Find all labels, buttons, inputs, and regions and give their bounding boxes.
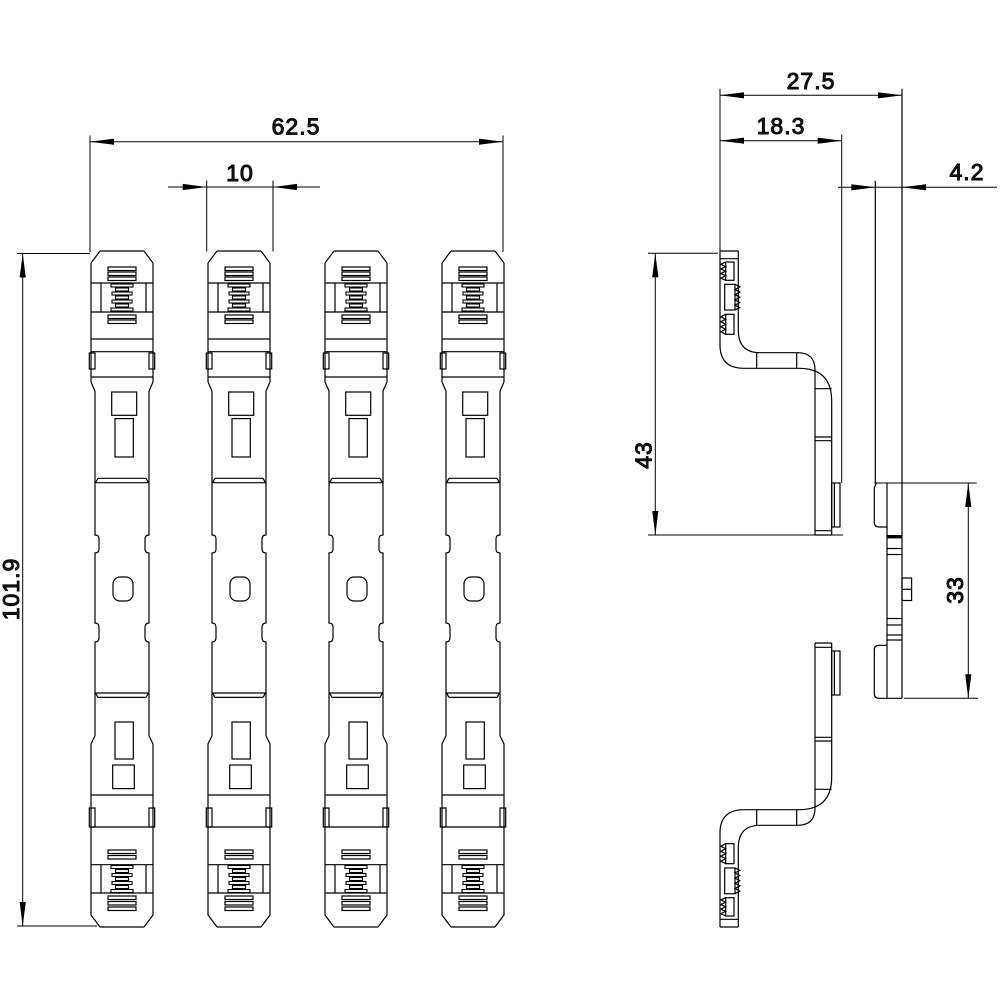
dim-depth-overall: 27.5 (719, 68, 903, 251)
dim-connector-height: 33 (874, 482, 978, 699)
busbar-pin-2 (206, 251, 271, 927)
side-view (719, 88, 913, 928)
busbar-pin-4 (440, 251, 505, 927)
busbar-side-profile (873, 88, 913, 699)
dim-bracket-height: 43 (630, 252, 843, 536)
dim-depth-contact: 18.3 (719, 113, 843, 483)
dim-depth-contact-label: 18.3 (757, 113, 806, 139)
busbar-pin-1 (89, 251, 154, 927)
bracket-lower (719, 642, 841, 928)
dimension-lines: 62.5 10 101.9 27.5 (0, 68, 997, 927)
dim-bracket-height-label: 43 (631, 441, 657, 469)
dim-busbar-thickness-label: 4.2 (950, 159, 985, 185)
dim-depth-overall-label: 27.5 (787, 68, 836, 94)
dim-pin-width-label: 10 (226, 160, 254, 186)
dim-connector-height-label: 33 (942, 576, 968, 604)
dim-overall-width: 62.5 (89, 113, 504, 252)
dim-busbar-thickness: 4.2 (838, 159, 997, 191)
dim-overall-height-label: 101.9 (0, 558, 24, 621)
dim-overall-height: 101.9 (0, 253, 97, 927)
dim-overall-width-label: 62.5 (272, 114, 321, 140)
front-view (89, 251, 505, 927)
dim-pin-width: 10 (168, 160, 320, 252)
bracket-upper (719, 250, 841, 536)
busbar-pin-3 (323, 251, 388, 927)
